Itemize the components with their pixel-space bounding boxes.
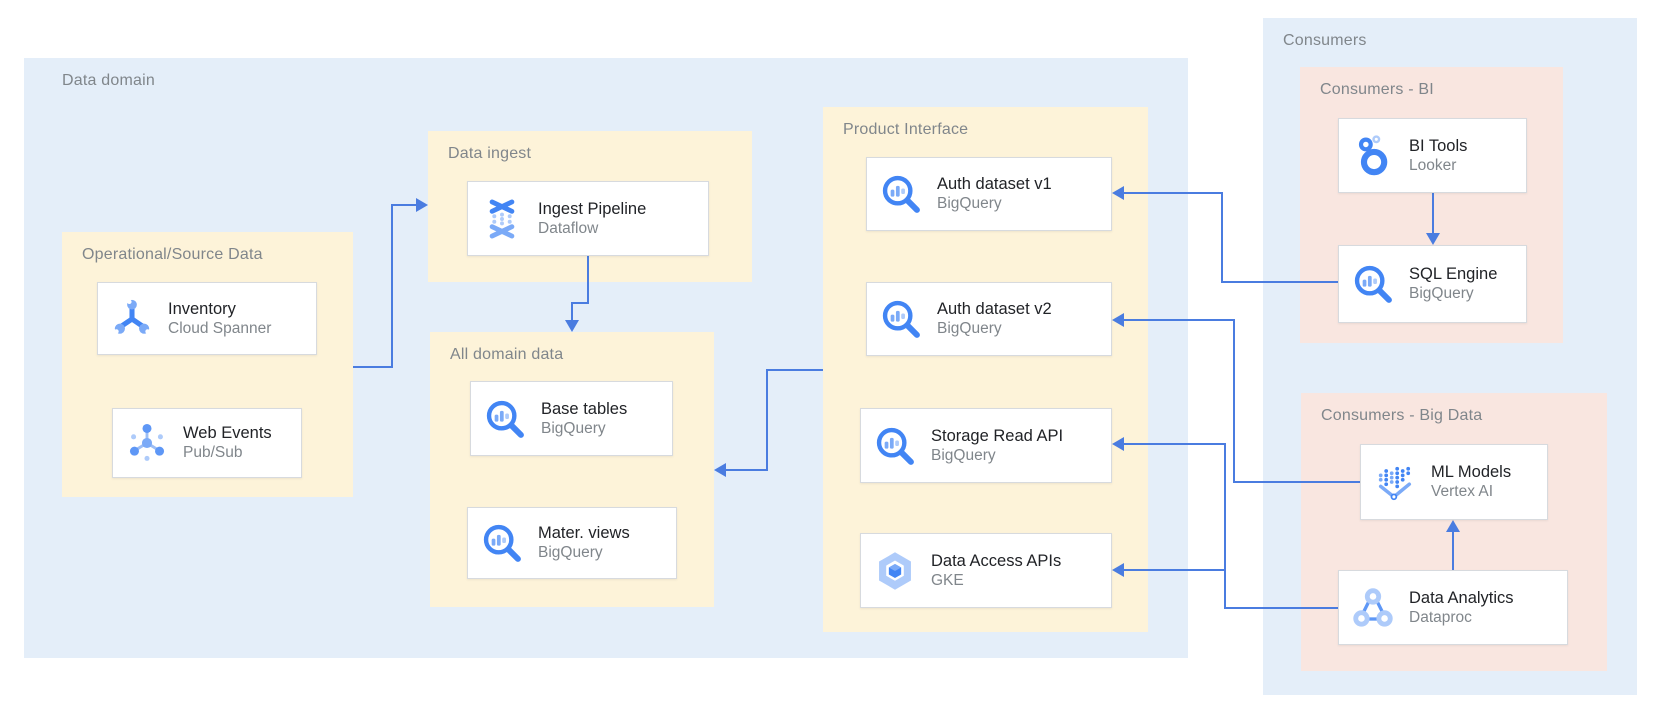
- gke-icon: [873, 549, 917, 593]
- connector-sql-engine-to-auth-v1: [1221, 192, 1223, 283]
- card-subtitle: BigQuery: [931, 446, 996, 464]
- card-title: Mater. views: [538, 524, 630, 543]
- connector-sql-engine-to-auth-v1: [1124, 192, 1222, 194]
- card-subtitle: Vertex AI: [1431, 483, 1494, 501]
- card-title: Ingest Pipeline: [538, 199, 647, 218]
- card-sql-engine: SQL Engine BigQuery: [1338, 245, 1527, 323]
- arrowhead-into-data-ingest: [416, 198, 428, 212]
- bigquery-icon: [483, 397, 527, 441]
- card-mater-views: Mater. views BigQuery: [467, 507, 677, 579]
- connector-ml-models-to-auth-v2: [1234, 481, 1360, 483]
- connector-bi-tools-to-sql-engine: [1432, 193, 1434, 233]
- arrowhead-into-sql-engine: [1426, 233, 1440, 245]
- card-title: Auth dataset v2: [937, 300, 1052, 319]
- card-inventory: Inventory Cloud Spanner: [97, 282, 317, 355]
- card-subtitle: Cloud Spanner: [168, 319, 272, 337]
- connector-source-to-ingest: [391, 204, 393, 368]
- arrowhead-into-ml-models: [1446, 520, 1460, 532]
- dataflow-icon: [480, 197, 524, 241]
- card-subtitle: GKE: [931, 571, 964, 589]
- group-label: Data ingest: [448, 145, 532, 162]
- dataproc-icon: [1351, 586, 1395, 630]
- group-label: Product Interface: [843, 121, 969, 138]
- card-subtitle: Dataflow: [538, 219, 599, 237]
- arrowhead-into-all-domain-data: [565, 320, 579, 332]
- connector-sql-engine-to-auth-v1: [1222, 281, 1338, 283]
- connector-data-analytics-to-ml-models: [1452, 531, 1454, 570]
- card-subtitle: BigQuery: [1409, 285, 1474, 303]
- connector-to-data-access-apis: [1124, 569, 1224, 571]
- group-label: Consumers - BI: [1320, 81, 1434, 98]
- connector-ingest-to-all-domain: [571, 302, 589, 304]
- card-subtitle: Pub/Sub: [183, 444, 243, 462]
- card-title: Web Events: [183, 424, 272, 443]
- card-title: Data Analytics: [1409, 588, 1514, 607]
- bigquery-icon: [480, 521, 524, 565]
- bigquery-icon: [879, 172, 923, 216]
- connector-source-to-ingest: [393, 204, 416, 206]
- looker-icon: [1351, 134, 1395, 178]
- connector-source-to-ingest: [353, 366, 393, 368]
- card-storage-read-api: Storage Read API BigQuery: [860, 408, 1112, 483]
- connector-interface-to-all-domain: [726, 469, 767, 471]
- card-title: Inventory: [168, 299, 236, 318]
- card-ingest-pipeline: Ingest Pipeline Dataflow: [467, 181, 709, 256]
- card-auth-dataset-v1: Auth dataset v1 BigQuery: [866, 157, 1112, 231]
- consumers-label: Consumers: [1283, 32, 1367, 49]
- card-title: Storage Read API: [931, 426, 1064, 445]
- cloud-spanner-icon: [110, 297, 154, 341]
- card-subtitle: BigQuery: [937, 195, 1002, 213]
- card-subtitle: BigQuery: [937, 320, 1002, 338]
- card-title: Base tables: [541, 399, 628, 418]
- connector-ml-models-to-auth-v2: [1124, 319, 1233, 321]
- connector-ingest-to-all-domain: [587, 255, 589, 304]
- card-title: Auth dataset v1: [937, 175, 1052, 194]
- card-subtitle: Dataproc: [1409, 608, 1472, 626]
- bigquery-icon: [1351, 262, 1395, 306]
- bigquery-icon: [873, 424, 917, 468]
- connector-to-storage-read-api: [1124, 443, 1224, 445]
- connector-ml-models-to-auth-v2: [1233, 319, 1235, 483]
- data-domain-label: Data domain: [62, 72, 155, 89]
- card-bi-tools: BI Tools Looker: [1338, 118, 1527, 193]
- arrowhead-into-all-domain-data: [714, 463, 726, 477]
- arrowhead-into-auth-v1: [1112, 186, 1124, 200]
- connector-ingest-to-all-domain: [571, 302, 573, 320]
- card-title: Data Access APIs: [931, 551, 1062, 570]
- card-subtitle: BigQuery: [541, 419, 606, 437]
- pubsub-icon: [125, 421, 169, 465]
- card-web-events: Web Events Pub/Sub: [112, 408, 302, 478]
- connector-interface-to-all-domain: [767, 369, 823, 371]
- card-subtitle: Looker: [1409, 156, 1457, 174]
- card-base-tables: Base tables BigQuery: [470, 381, 673, 456]
- group-label: Operational/Source Data: [82, 246, 263, 263]
- arrowhead-into-data-access-apis: [1112, 563, 1124, 577]
- connector-data-analytics-trunk: [1224, 443, 1226, 609]
- card-data-access-apis: Data Access APIs GKE: [860, 533, 1112, 608]
- connector-data-analytics-trunk: [1225, 607, 1338, 609]
- arrowhead-into-storage-read-api: [1112, 437, 1124, 451]
- card-data-analytics: Data Analytics Dataproc: [1338, 570, 1568, 645]
- group-label: All domain data: [450, 346, 564, 363]
- card-title: ML Models: [1431, 463, 1512, 482]
- card-subtitle: BigQuery: [538, 544, 603, 562]
- card-auth-dataset-v2: Auth dataset v2 BigQuery: [866, 282, 1112, 356]
- card-ml-models: ML Models Vertex AI: [1360, 444, 1548, 520]
- card-title: BI Tools: [1409, 136, 1468, 155]
- connector-interface-to-all-domain: [766, 369, 768, 471]
- bigquery-icon: [879, 297, 923, 341]
- vertex-ai-icon: [1373, 460, 1417, 504]
- group-label: Consumers - Big Data: [1321, 407, 1483, 424]
- card-title: SQL Engine: [1409, 265, 1498, 284]
- arrowhead-into-auth-v2: [1112, 313, 1124, 327]
